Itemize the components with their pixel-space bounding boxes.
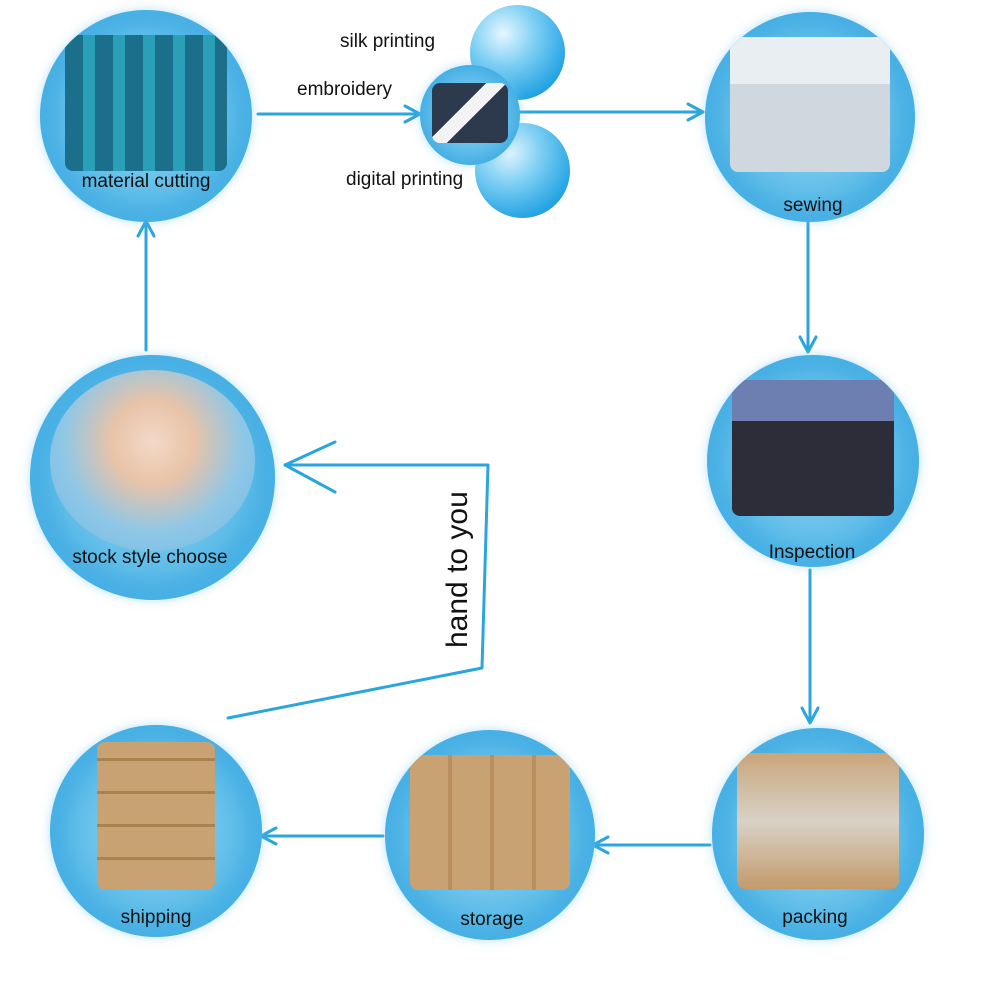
sewing-photo	[730, 37, 890, 172]
label-stock-style-choose: stock style choose	[72, 547, 228, 568]
node-sewing	[705, 12, 915, 222]
node-storage	[385, 730, 595, 940]
label-packing: packing	[782, 907, 848, 928]
embroidery-photo	[432, 83, 508, 143]
label-hand-to-you: hand to you	[441, 491, 474, 648]
packing-photo	[737, 753, 899, 890]
storage-photo	[410, 755, 570, 890]
node-packing	[712, 728, 924, 940]
label-silk-printing: silk printing	[340, 31, 436, 52]
label-shipping: shipping	[120, 907, 192, 928]
label-inspection: Inspection	[768, 542, 856, 563]
arrow-hand-to-you	[226, 463, 490, 720]
label-sewing: sewing	[783, 195, 843, 216]
node-stock-style-choose	[30, 355, 275, 600]
label-storage: storage	[460, 909, 524, 930]
label-embroidery: embroidery	[297, 79, 393, 100]
inspection-photo	[732, 380, 894, 517]
node-shipping	[50, 725, 262, 937]
shipping-photo	[96, 741, 216, 891]
node-material-cutting	[40, 10, 252, 222]
material-cutting-photo	[65, 35, 227, 172]
label-digital-printing: digital printing	[346, 169, 464, 190]
node-inspection	[707, 355, 919, 567]
embroidery-bubble	[420, 65, 520, 165]
stock-style-photo	[49, 369, 256, 551]
label-material-cutting: material cutting	[81, 171, 211, 192]
